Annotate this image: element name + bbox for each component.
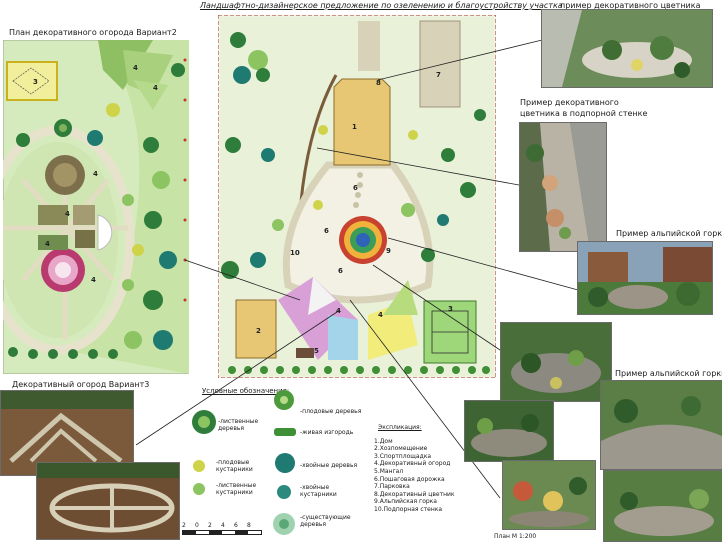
legend-fruit-shrubs: -плодовые кустарники xyxy=(216,459,253,473)
photo-alpine-4 xyxy=(464,400,554,462)
plan-label-9: 9 xyxy=(386,247,391,255)
scale-bar: 2 0 2 4 6 8 xyxy=(182,522,262,538)
explication-item: 5.Мангал xyxy=(374,467,404,475)
photo-variant3-1 xyxy=(0,390,134,476)
legend-deciduous-shrubs: -лиственные кустарники xyxy=(216,482,257,496)
plan-label-7: 7 xyxy=(436,71,441,79)
variant2-title: План декоративного огорода Вариант2 xyxy=(9,28,177,37)
explication-title: Экспликация: xyxy=(378,424,422,431)
explication-item: 7.Парковка xyxy=(374,483,410,491)
variant3-title: Декоративный огород Вариант3 xyxy=(12,380,150,389)
scale-tick: 2 xyxy=(182,522,186,529)
legend: Условные обозначения: -лиственные деревь… xyxy=(182,384,460,542)
scale-tick: 0 xyxy=(195,522,199,529)
plan-label-1: 1 xyxy=(352,123,357,131)
explication-item: 4.Декоративный огород xyxy=(374,460,451,468)
v2-label-d: 4 xyxy=(65,210,70,218)
explication-item: 6.Пошаговая дорожка xyxy=(374,475,445,483)
explication-item: 3.Спортплощадка xyxy=(374,452,432,460)
example-flowerbed-title: пример декоративного цветника xyxy=(560,1,701,10)
fruit-shrub-icon xyxy=(193,460,205,472)
legend-fruit-trees: -плодовые деревья xyxy=(300,408,362,415)
photo-flowerbed xyxy=(541,9,713,88)
v2-label-a: 4 xyxy=(133,64,138,72)
legend-deciduous-trees: -лиственные деревья xyxy=(218,418,259,432)
v2-label-c: 4 xyxy=(93,170,98,178)
scale-tick: 4 xyxy=(221,522,225,529)
legend-conifer-shrubs: -хвойные кустарники xyxy=(300,484,337,498)
explication-item: 1.Дом xyxy=(374,437,393,445)
site-plan: 1 2 3 4 4 5 6 6 6 7 8 9 10 xyxy=(218,15,496,378)
photo-variant3-2 xyxy=(36,462,180,540)
photo-alpine-6 xyxy=(603,470,722,542)
photo-alpine-2 xyxy=(500,322,612,402)
plan-label-4b: 4 xyxy=(378,311,383,319)
deciduous-shrub-icon xyxy=(193,483,205,495)
explication-item: 9.Альпийская горка xyxy=(374,498,437,506)
plan-label-6b: 6 xyxy=(353,184,358,192)
plan-label-5: 5 xyxy=(314,347,319,355)
plan-label-6a: 6 xyxy=(324,227,329,235)
legend-hedge: -живая изгородь xyxy=(300,429,354,436)
legend-title: Условные обозначения: xyxy=(202,387,290,395)
plan-label-8: 8 xyxy=(376,79,381,87)
existing-tree-icon xyxy=(273,513,295,535)
conifer-tree-icon xyxy=(275,453,295,473)
deciduous-tree-icon xyxy=(192,410,216,434)
variant2-plan: 3 4 4 4 4 4 4 xyxy=(3,40,189,374)
explication-item: 10.Подпорная стенка xyxy=(374,505,443,513)
v2-label-sport: 3 xyxy=(33,78,38,86)
plan-label-6c: 6 xyxy=(338,267,343,275)
photo-alpine-1 xyxy=(577,241,713,315)
example-alpine-title-1: Пример альпийской горки xyxy=(616,229,722,238)
legend-conifer-trees: -хвойные деревья xyxy=(300,462,358,469)
v2-label-b: 4 xyxy=(153,84,158,92)
scale-label: План М 1:200 xyxy=(494,533,537,540)
legend-existing-trees: -существующие деревья xyxy=(300,514,351,528)
fruit-tree-icon xyxy=(274,390,294,410)
example-retaining-title: Пример декоративного цветника в подпорно… xyxy=(520,98,648,118)
scale-tick: 8 xyxy=(247,522,251,529)
v2-label-f: 4 xyxy=(91,276,96,284)
explication-item: 8.Декоративный цветник xyxy=(374,490,455,498)
main-title: Ландшафтно-дизайнерское предложение по о… xyxy=(200,1,563,10)
plan-label-2: 2 xyxy=(256,327,261,335)
photo-alpine-5 xyxy=(502,460,596,530)
explication: Экспликация: 1.Дом 2.Хозпомещение 3.Спор… xyxy=(374,424,466,514)
explication-item: 2.Хозпомещение xyxy=(374,445,428,453)
hedge-icon xyxy=(274,428,296,436)
conifer-shrub-icon xyxy=(277,485,291,499)
plan-label-3: 3 xyxy=(448,305,453,313)
photo-alpine-3 xyxy=(600,380,722,470)
scale-tick: 2 xyxy=(208,522,212,529)
photo-retaining-wall xyxy=(519,122,607,252)
example-alpine-title-2: Пример альпийской горки xyxy=(615,369,722,378)
scale-tick: 6 xyxy=(234,522,238,529)
plan-label-10: 10 xyxy=(290,249,300,257)
v2-label-e: 4 xyxy=(45,240,50,248)
